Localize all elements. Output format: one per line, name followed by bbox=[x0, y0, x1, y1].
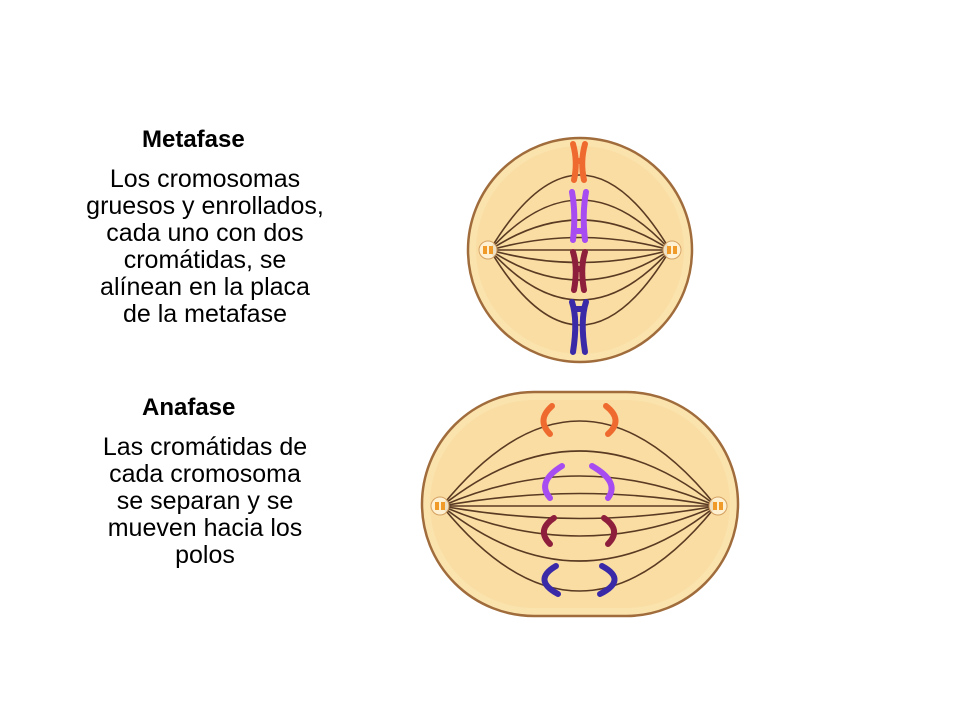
anafase-description: Las cromátidas de cada cromosoma se sepa… bbox=[60, 434, 350, 569]
spindle-fiber bbox=[489, 249, 671, 301]
chromosome-orange bbox=[570, 141, 588, 183]
spindle-fiber bbox=[489, 174, 671, 251]
chromatid-pair-orange bbox=[540, 403, 619, 437]
anafase-title: Anafase bbox=[142, 394, 236, 421]
anafase-line: se separan y se bbox=[116, 487, 294, 515]
anafase-spindle bbox=[441, 420, 717, 592]
chromatid-pair-blue bbox=[541, 563, 618, 597]
anafase-text-block: Anafase Las cromátidas de cada cromosoma… bbox=[60, 394, 350, 569]
chromosome-maroon bbox=[570, 249, 588, 293]
anafase-pole-right bbox=[708, 496, 728, 516]
metafase-line: gruesos y enrollados, bbox=[86, 192, 324, 220]
metafase-line: Los cromosomas bbox=[109, 165, 301, 193]
spindle-fiber bbox=[441, 505, 717, 520]
metafase-pole-left bbox=[478, 240, 498, 260]
metafase-line: cromátidas, se bbox=[123, 246, 287, 274]
metafase-text-block: Metafase Los cromosomas gruesos y enroll… bbox=[60, 126, 350, 328]
spindle-fiber bbox=[441, 492, 717, 507]
spindle-fiber bbox=[441, 420, 717, 507]
metafase-line: de la metafase bbox=[123, 300, 287, 328]
spindle-fiber bbox=[441, 450, 717, 507]
chromosome-violet bbox=[569, 189, 589, 243]
anafase-line: polos bbox=[175, 541, 235, 569]
metafase-pole-right bbox=[662, 240, 682, 260]
spindle-fiber bbox=[441, 475, 717, 507]
spindle-fiber bbox=[441, 505, 717, 562]
chromatid-pair-violet bbox=[542, 463, 615, 501]
metafase-title: Metafase bbox=[142, 126, 245, 153]
anafase-line: cada cromosoma bbox=[109, 460, 301, 488]
metafase-line: alínean en la placa bbox=[100, 273, 310, 301]
spindle-fiber bbox=[489, 219, 671, 251]
anafase-line: Las cromátidas de bbox=[102, 433, 308, 461]
spindle-fiber bbox=[489, 236, 671, 251]
chromatid-pair-maroon bbox=[541, 515, 617, 547]
anafase-line: mueven hacia los bbox=[107, 514, 303, 542]
metafase-cell bbox=[466, 136, 694, 364]
spindle-fiber bbox=[441, 505, 717, 537]
anafase-cell bbox=[420, 390, 740, 618]
chromosome-blue bbox=[569, 299, 589, 355]
spindle-fiber bbox=[489, 199, 671, 251]
metafase-description: Los cromosomas gruesos y enrollados, cad… bbox=[60, 166, 350, 328]
anafase-cell-shading bbox=[430, 400, 730, 608]
anafase-pole-left bbox=[430, 496, 450, 516]
spindle-fiber bbox=[441, 505, 717, 592]
metafase-line: cada uno con dos bbox=[106, 219, 304, 247]
